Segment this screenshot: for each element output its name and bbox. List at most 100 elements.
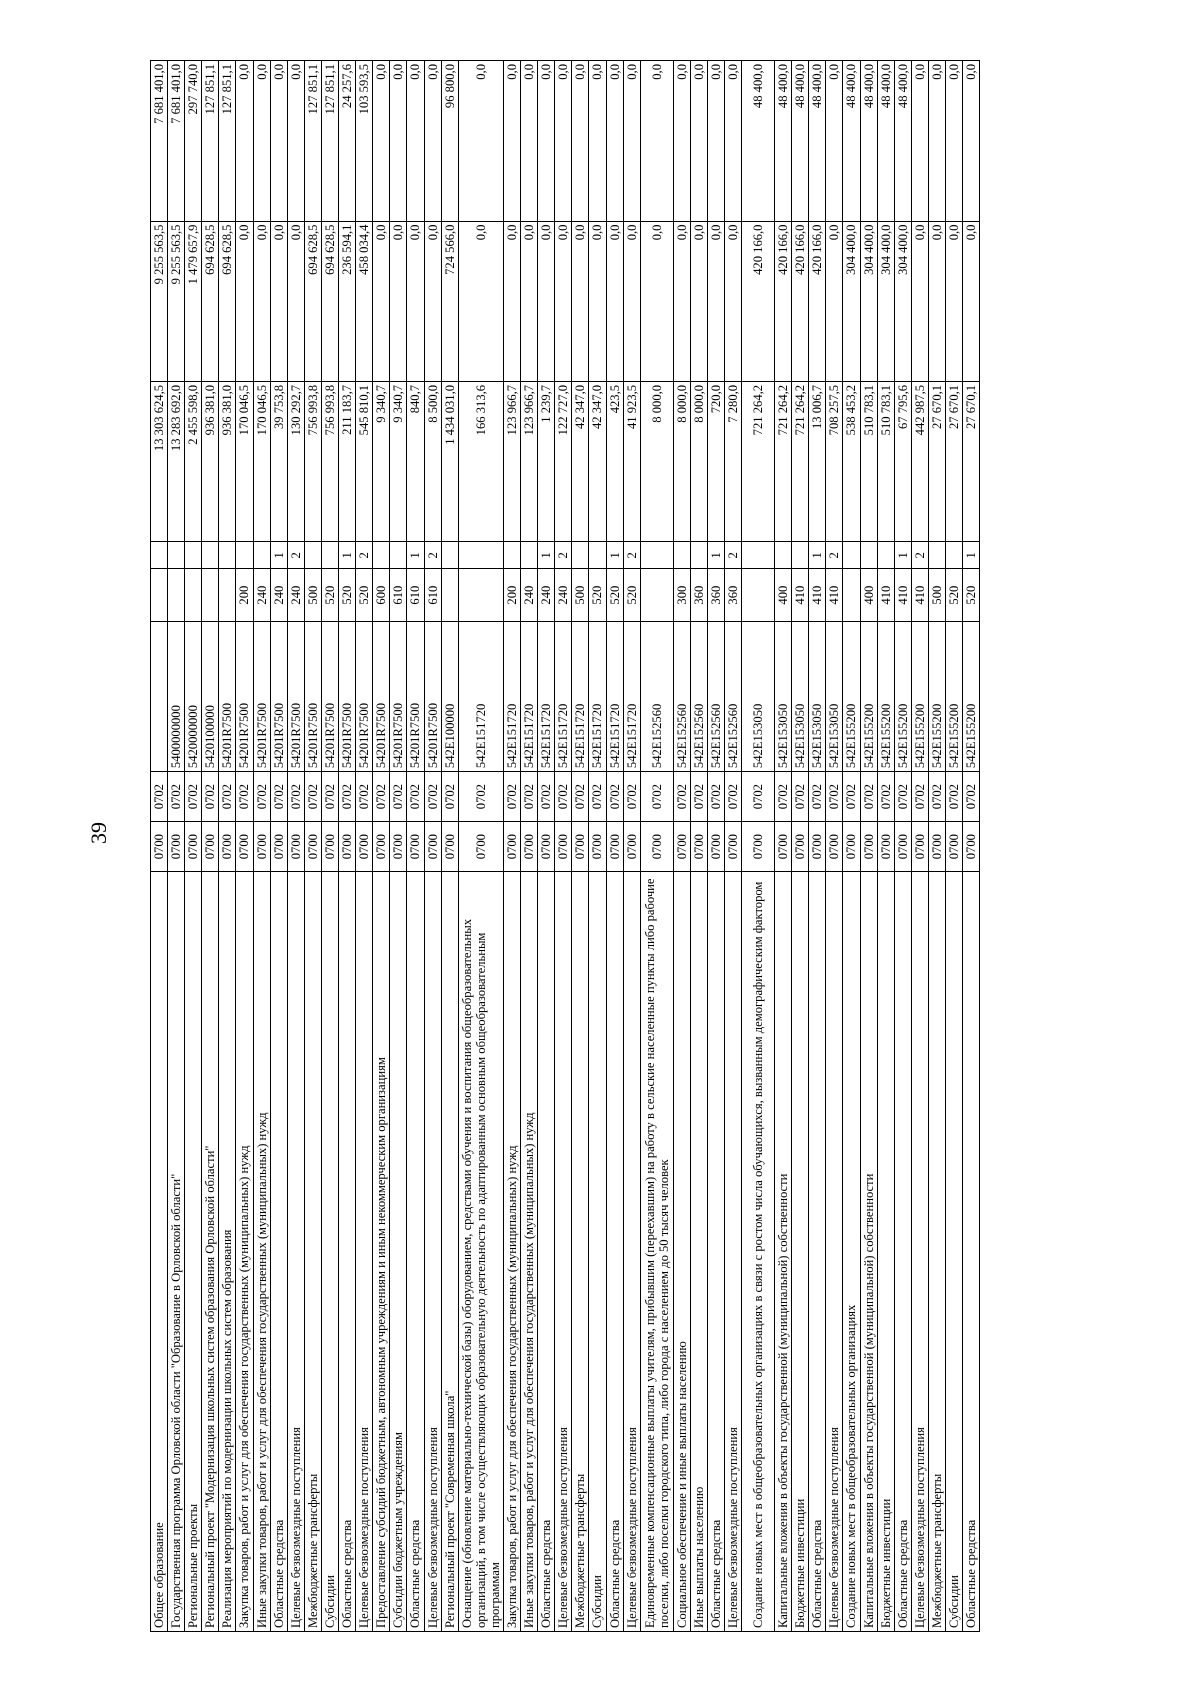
funding-source-cell: 2 bbox=[554, 541, 572, 569]
funding-source-cell bbox=[673, 541, 691, 569]
amount-year-1-cell: 170 046,5 bbox=[253, 381, 271, 542]
subsection-code-cell: 0702 bbox=[520, 771, 538, 822]
row-name-cell: Субсидии bbox=[588, 871, 607, 1632]
subsection-code-cell: 0702 bbox=[150, 771, 168, 822]
row-name-cell: Областные средства bbox=[537, 871, 555, 1632]
expense-type-cell: 520 bbox=[338, 568, 356, 622]
section-code-cell: 0700 bbox=[860, 821, 878, 872]
section-code-cell: 0700 bbox=[791, 821, 809, 872]
row-name-cell: Капитальные вложения в объекты государст… bbox=[860, 871, 878, 1632]
amount-year-3-cell: 0,0 bbox=[520, 60, 538, 222]
amount-year-1-cell: 123 966,7 bbox=[503, 381, 521, 542]
row-name-cell: Субсидии bbox=[945, 871, 963, 1632]
amount-year-2-cell: 0,0 bbox=[673, 221, 691, 382]
row-name-cell: Субсидии bbox=[321, 871, 339, 1632]
funding-source-cell bbox=[184, 541, 202, 569]
subsection-code-cell: 0702 bbox=[571, 771, 589, 822]
subsection-code-cell: 0702 bbox=[825, 771, 843, 822]
subsection-code-cell: 0702 bbox=[389, 771, 407, 822]
row-name-cell: Закупка товаров, работ и услуг для обесп… bbox=[503, 871, 521, 1632]
row-name-cell: Межбюджетные трансферты bbox=[928, 871, 946, 1632]
section-code-cell: 0700 bbox=[894, 821, 912, 872]
section-code-cell: 0700 bbox=[201, 821, 219, 872]
section-code-cell: 0700 bbox=[218, 821, 236, 872]
amount-year-1-cell: 756 993,8 bbox=[321, 381, 339, 542]
target-article-cell: 54201R7500 bbox=[270, 621, 288, 772]
funding-source-cell bbox=[503, 541, 521, 569]
amount-year-3-cell: 0,0 bbox=[424, 60, 442, 222]
target-article-cell: 542E151720 bbox=[606, 621, 624, 772]
table-row: Создание новых мест в общеобразовательны… bbox=[741, 60, 775, 1632]
subsection-code-cell: 0702 bbox=[270, 771, 288, 822]
amount-year-3-cell: 0,0 bbox=[588, 60, 607, 222]
row-name-cell: Региональный проект "Модернизация школьн… bbox=[201, 871, 219, 1632]
funding-source-cell bbox=[201, 541, 219, 569]
amount-year-2-cell: 420 166,0 bbox=[808, 221, 826, 382]
expense-type-cell: 240 bbox=[537, 568, 555, 622]
section-code-cell: 0700 bbox=[690, 821, 708, 872]
amount-year-2-cell: 694 628,5 bbox=[304, 221, 322, 382]
row-name-cell: Иные закупки товаров, работ и услуг для … bbox=[520, 871, 538, 1632]
expense-type-cell: 520 bbox=[623, 568, 641, 622]
expense-type-cell: 600 bbox=[372, 568, 390, 622]
section-code-cell: 0700 bbox=[304, 821, 322, 872]
expense-type-cell: 360 bbox=[707, 568, 725, 622]
section-code-cell: 0700 bbox=[503, 821, 521, 872]
funding-source-cell bbox=[150, 541, 168, 569]
target-article-cell: 542E155200 bbox=[945, 621, 963, 772]
subsection-code-cell: 0702 bbox=[424, 771, 442, 822]
amount-year-2-cell: 304 400,0 bbox=[877, 221, 895, 382]
amount-year-1-cell: 41 923,5 bbox=[623, 381, 641, 542]
row-name-cell: Капитальные вложения в объекты государст… bbox=[774, 871, 792, 1632]
table-row: Предоставление субсидий бюджетным, автон… bbox=[372, 60, 390, 1632]
section-code-cell: 0700 bbox=[253, 821, 271, 872]
row-name-cell: Бюджетные инвестиции bbox=[877, 871, 895, 1632]
row-name-cell: Областные средства bbox=[707, 871, 725, 1632]
row-name-cell: Целевые безвозмездные поступления bbox=[623, 871, 641, 1632]
funding-source-cell bbox=[520, 541, 538, 569]
funding-source-cell bbox=[372, 541, 390, 569]
target-article-cell: 542E151720 bbox=[520, 621, 538, 772]
amount-year-1-cell: 720,0 bbox=[707, 381, 725, 542]
subsection-code-cell: 0702 bbox=[321, 771, 339, 822]
amount-year-2-cell: 9 255 563,5 bbox=[167, 221, 185, 382]
row-name-cell: Областные средства bbox=[962, 871, 980, 1632]
amount-year-3-cell: 0,0 bbox=[372, 60, 390, 222]
amount-year-2-cell: 458 034,4 bbox=[355, 221, 373, 382]
amount-year-2-cell: 0,0 bbox=[458, 221, 504, 382]
funding-source-cell bbox=[945, 541, 963, 569]
amount-year-3-cell: 48 400,0 bbox=[894, 60, 912, 222]
amount-year-3-cell: 0,0 bbox=[606, 60, 624, 222]
subsection-code-cell: 0702 bbox=[287, 771, 305, 822]
amount-year-2-cell: 0,0 bbox=[588, 221, 607, 382]
row-name-cell: Создание новых мест в общеобразовательны… bbox=[741, 871, 775, 1632]
amount-year-1-cell: 42 347,0 bbox=[588, 381, 607, 542]
amount-year-1-cell: 8 000,0 bbox=[690, 381, 708, 542]
amount-year-2-cell: 0,0 bbox=[945, 221, 963, 382]
row-name-cell: Закупка товаров, работ и услуг для обесп… bbox=[235, 871, 254, 1632]
expense-type-cell: 410 bbox=[894, 568, 912, 622]
row-name-cell: Областные средства bbox=[894, 871, 912, 1632]
section-code-cell: 0700 bbox=[537, 821, 555, 872]
subsection-code-cell: 0702 bbox=[860, 771, 878, 822]
funding-source-cell bbox=[235, 541, 254, 569]
expense-type-cell: 200 bbox=[503, 568, 521, 622]
subsection-code-cell: 0702 bbox=[842, 771, 861, 822]
amount-year-3-cell: 0,0 bbox=[673, 60, 691, 222]
funding-source-cell bbox=[458, 541, 504, 569]
subsection-code-cell: 0702 bbox=[355, 771, 373, 822]
expense-type-cell bbox=[640, 568, 674, 622]
section-code-cell: 0700 bbox=[554, 821, 572, 872]
target-article-cell: 54201R7500 bbox=[424, 621, 442, 772]
expense-type-cell: 360 bbox=[690, 568, 708, 622]
section-code-cell: 0700 bbox=[877, 821, 895, 872]
